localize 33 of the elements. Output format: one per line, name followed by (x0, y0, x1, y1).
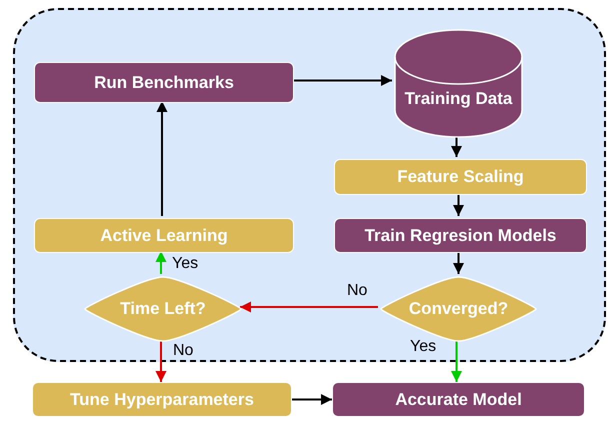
arrow (156, 251, 166, 274)
node-label: Run Benchmarks (94, 72, 234, 92)
arrow (453, 193, 464, 216)
arrow (453, 251, 464, 274)
decision-diamond (380, 276, 537, 342)
arrow (451, 340, 462, 382)
arrow (451, 135, 462, 157)
decision-diamond (84, 276, 242, 342)
node-label: Training Data (404, 89, 512, 109)
edge-label: No (347, 282, 368, 300)
database-cylinder (394, 30, 523, 137)
edge-label: No (173, 342, 194, 360)
process-box (332, 382, 585, 417)
group-container (13, 8, 606, 362)
process-box (334, 218, 587, 253)
arrow (156, 340, 166, 382)
node-label: Tune Hyperparameters (70, 390, 254, 410)
arrow (156, 101, 168, 216)
process-box (334, 159, 587, 195)
node-label: Time Left? (120, 299, 206, 319)
node-label: Accurate Model (395, 390, 522, 410)
node-label: Active Learning (100, 226, 228, 246)
edge-label: Yes (172, 255, 198, 273)
node-label: Feature Scaling (397, 167, 524, 187)
arrow (240, 302, 378, 312)
node-label: Train Regresion Models (364, 226, 556, 246)
node-label: Converged? (408, 299, 508, 319)
edge-label: Yes (410, 338, 436, 356)
arrow (292, 75, 392, 86)
process-box (34, 218, 294, 253)
arrow (292, 394, 332, 405)
process-box (34, 62, 294, 103)
process-box (32, 382, 292, 417)
